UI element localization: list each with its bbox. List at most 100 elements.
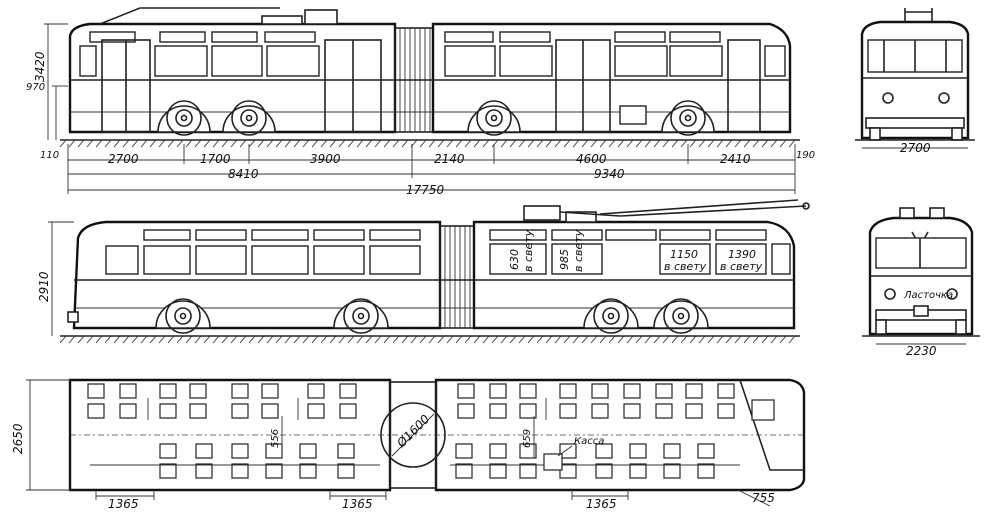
ground-hatch-stroke (347, 335, 355, 344)
ground-hatch-stroke (149, 335, 157, 344)
seat (489, 463, 507, 479)
seat (655, 403, 673, 419)
ground-hatch-stroke (149, 139, 157, 148)
seats-lower (159, 443, 715, 479)
ground-hatch-stroke (509, 139, 517, 148)
seat (299, 463, 317, 479)
ground-hatch-stroke (716, 139, 724, 148)
ground-hatch-stroke (113, 139, 121, 148)
ground-hatch-stroke (167, 335, 175, 344)
seat (455, 443, 473, 459)
svg-text:1150: 1150 (670, 248, 698, 261)
ground-hatch-stroke (644, 335, 652, 344)
svg-text:985: 985 (558, 249, 571, 270)
seat (339, 403, 357, 419)
ground-hatch-stroke (698, 139, 706, 148)
dim-height-overall: 3420 (33, 51, 47, 82)
ground-hatch-stroke (608, 335, 616, 344)
ground-hatch-stroke (131, 139, 139, 148)
seat (623, 403, 641, 419)
dim-rear-section: 9340 (594, 167, 625, 181)
seat (685, 403, 703, 419)
ground-hatch-stroke (734, 139, 742, 148)
ground-hatch-stroke (311, 335, 319, 344)
ground-hatch-stroke (581, 335, 589, 344)
ground-hatch-stroke (455, 335, 463, 344)
seat (455, 463, 473, 479)
ground-hatch-stroke (104, 335, 112, 344)
ground-hatch-stroke (536, 139, 544, 148)
ground-hatch-stroke (176, 139, 184, 148)
seat (663, 443, 681, 459)
ground-hatch-stroke (113, 335, 121, 344)
ground-hatch-stroke (410, 335, 418, 344)
ground-hatch-stroke (581, 139, 589, 148)
seat (195, 443, 213, 459)
ground-hatch-stroke (320, 139, 328, 148)
ground-hatch-stroke (221, 335, 229, 344)
ground-hatch-stroke (662, 139, 670, 148)
ground-hatch-stroke (491, 335, 499, 344)
svg-text:в свету: в свету (664, 260, 707, 273)
seat (697, 463, 715, 479)
dim-rear-overhang: 190 (796, 150, 815, 161)
ground-hatch-stroke (320, 335, 328, 344)
ground-hatch-stroke (77, 139, 85, 148)
dim-front-overhang: 110 (40, 150, 59, 161)
seat (559, 383, 577, 399)
ground-hatch-stroke (194, 335, 202, 344)
ground-hatch-top (59, 139, 796, 148)
seat (261, 403, 279, 419)
ground-hatch-stroke (671, 139, 679, 148)
ground-hatch-stroke (653, 139, 661, 148)
ground-hatch-stroke (239, 139, 247, 148)
ground-hatch-stroke (266, 335, 274, 344)
ground-hatch-stroke (185, 139, 193, 148)
articulation-bellows-middle (439, 225, 475, 329)
ground-hatch-stroke (689, 139, 697, 148)
ground-hatch-stroke (590, 139, 598, 148)
ground-hatch-stroke (554, 139, 562, 148)
svg-text:в свету: в свету (522, 229, 535, 272)
seat (663, 463, 681, 479)
ground-hatch-stroke (338, 139, 346, 148)
ground-hatch-stroke (122, 139, 130, 148)
seat (595, 443, 613, 459)
seat (159, 383, 177, 399)
ground-hatch-stroke (635, 139, 643, 148)
svg-text:630: 630 (508, 249, 521, 270)
window-sign-2: 985 в свету (558, 229, 585, 272)
seat (189, 383, 207, 399)
ground-hatch-stroke (104, 139, 112, 148)
ground-hatch-stroke (86, 139, 94, 148)
seat (629, 443, 647, 459)
wheels-middle (155, 298, 709, 334)
ground-hatch-stroke (590, 335, 598, 344)
side-view-middle: 630 в свету 985 в свету 1150 в свету 139… (37, 199, 810, 344)
ground-hatch-stroke (761, 139, 769, 148)
ground-hatch-stroke (509, 335, 517, 344)
dim-aisle-b: 659 (522, 429, 533, 448)
ground-hatch-stroke (464, 139, 472, 148)
ground-hatch-stroke (140, 139, 148, 148)
ground-hatch-stroke (743, 335, 751, 344)
ground-hatch-stroke (401, 139, 409, 148)
ground-hatch-stroke (626, 335, 634, 344)
ground-hatch-stroke (365, 335, 373, 344)
doors-top (101, 39, 761, 133)
ground-hatch-stroke (455, 139, 463, 148)
seat (685, 383, 703, 399)
ground-hatch-stroke (743, 139, 751, 148)
ground-hatch-stroke (752, 335, 760, 344)
ground-hatch-stroke (500, 335, 508, 344)
ground-hatch-stroke (752, 139, 760, 148)
ground-hatch-stroke (653, 335, 661, 344)
ground-hatch-stroke (86, 335, 94, 344)
ground-hatch-stroke (158, 139, 166, 148)
ground-hatch-stroke (518, 335, 526, 344)
seat (231, 443, 249, 459)
ground-hatch-stroke (734, 335, 742, 344)
seat (159, 463, 177, 479)
ground-hatch-stroke (635, 335, 643, 344)
ground-hatch-stroke (473, 335, 481, 344)
